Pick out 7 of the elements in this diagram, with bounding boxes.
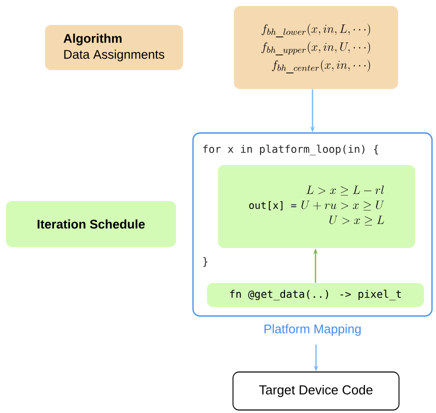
condition-box: $L > x \geq L - rl$ out[x] = $U + ru > x \geq U$ $U > x \geq L$	[218, 165, 415, 248]
function-box: $f_{bh\_lower}(x, in, L, \cdots)$ $f_{bh\_upper}(x, in, U, \cdots)$ $f_{bh\_center}(x, in, \cdots)$	[234, 6, 398, 89]
legend-box: Algorithm Data Assignments	[45, 25, 183, 70]
output-box: Target Device Code	[232, 372, 400, 410]
caption-label: Platform Mapping	[264, 324, 361, 336]
schedule-box: Iteration Schedule	[6, 201, 176, 247]
function-signature-box: fn @get_data(..) -> pixel_t	[207, 283, 424, 307]
